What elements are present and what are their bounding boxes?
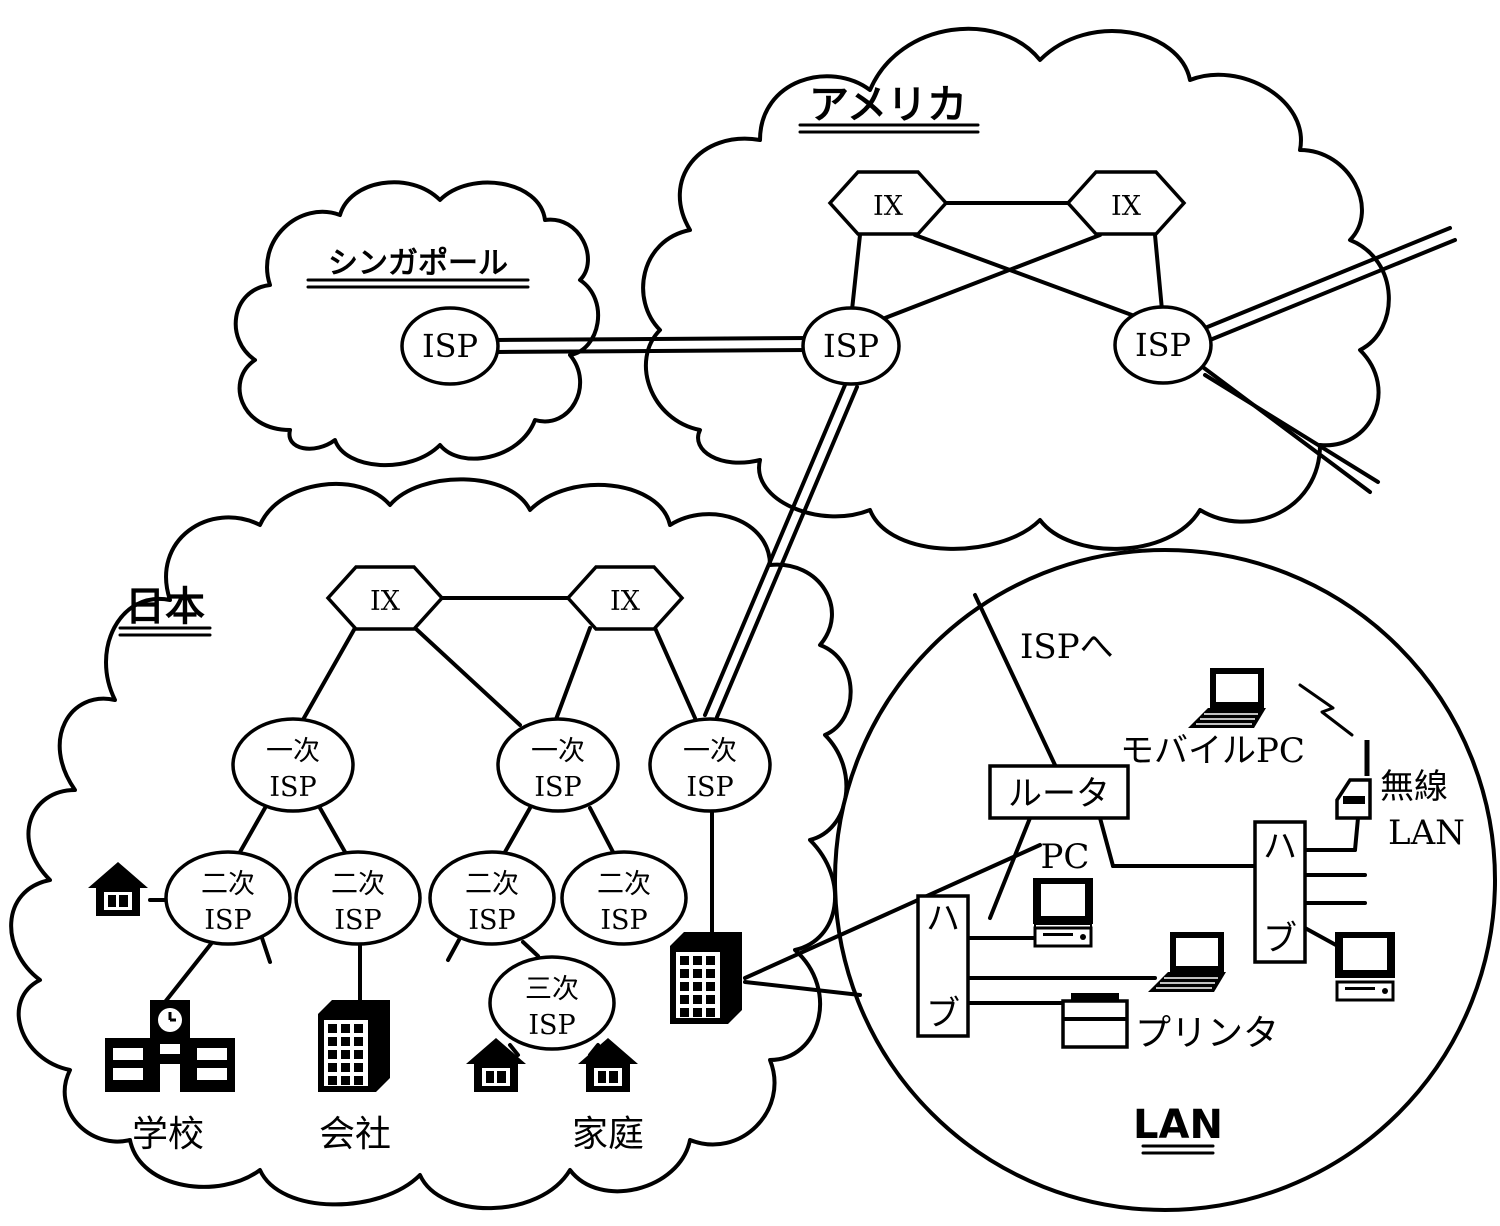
singapore-label: シンガポール (306, 246, 530, 289)
mobile-laptop-icon (1188, 668, 1266, 728)
svg-text:三次: 三次 (525, 974, 579, 1005)
svg-text:シンガポール: シンガポール (328, 246, 508, 281)
svg-text:ISP: ISP (600, 905, 647, 936)
svg-text:IX: IX (873, 191, 904, 222)
secondary-isp-3: 二次 ISP (428, 850, 556, 946)
house-icon (88, 862, 148, 916)
lan-label: LAN (1133, 1102, 1223, 1155)
svg-text:ハ: ハ (1263, 827, 1297, 867)
svg-text:二次: 二次 (331, 869, 385, 900)
america-ix-2: IX (1065, 170, 1187, 236)
svg-text:ルータ: ルータ (1008, 774, 1110, 814)
house-icon (578, 1038, 638, 1092)
desktop-pc-icon (1335, 932, 1395, 1002)
printer-icon (1061, 993, 1129, 1049)
japan-ix-1: IX (325, 565, 445, 631)
svg-text:LAN: LAN (1133, 1102, 1223, 1148)
svg-text:ISP: ISP (269, 772, 316, 803)
wireless-lan-label-1: 無線 (1380, 767, 1448, 807)
singapore-isp: ISP (400, 306, 500, 386)
japan-label: 日本 (118, 584, 212, 637)
america-isp-1: ISP (801, 306, 901, 386)
svg-text:IX: IX (370, 586, 401, 617)
svg-text:日本: 日本 (125, 584, 205, 630)
svg-text:一次: 一次 (683, 736, 737, 767)
svg-text:ブ: ブ (1263, 919, 1297, 959)
svg-text:アメリカ: アメリカ (809, 82, 967, 128)
svg-text:ブ: ブ (926, 994, 960, 1034)
america-cloud (641, 26, 1391, 551)
svg-text:ISP: ISP (528, 1010, 575, 1041)
primary-isp-3: 一次 ISP (648, 717, 772, 813)
tertiary-isp: 三次 ISP (488, 955, 616, 1051)
svg-text:ISP: ISP (1135, 326, 1191, 364)
laptop-icon (1148, 932, 1226, 992)
hub-right: ハ ブ (1253, 820, 1307, 964)
primary-isp-2: 一次 ISP (496, 717, 620, 813)
hub-left: ハ ブ (916, 894, 970, 1038)
svg-text:ISP: ISP (468, 905, 515, 936)
japan-links (148, 596, 714, 1057)
printer-label: プリンタ (1135, 1013, 1279, 1054)
wireless-signal-icon (1298, 683, 1354, 737)
svg-text:二次: 二次 (597, 869, 651, 900)
primary-isp-1: 一次 ISP (231, 717, 355, 813)
svg-text:一次: 一次 (266, 736, 320, 767)
office-building-icon (318, 1000, 390, 1092)
wireless-access-point-icon (1335, 740, 1372, 820)
svg-text:二次: 二次 (201, 869, 255, 900)
mobile-pc-label: モバイルPC (1120, 731, 1305, 771)
svg-text:二次: 二次 (465, 869, 519, 900)
international-links (495, 226, 1457, 719)
to-isp-label: ISPへ (1020, 627, 1114, 667)
svg-text:一次: 一次 (531, 736, 585, 767)
office-building-icon (670, 932, 742, 1024)
svg-text:ISP: ISP (422, 327, 478, 365)
lan-links (966, 593, 1367, 1005)
america-links (850, 201, 1164, 320)
house-icon (466, 1038, 526, 1092)
svg-text:ISP: ISP (534, 772, 581, 803)
lan-callout-line-top (743, 843, 1042, 980)
secondary-isp-2: 二次 ISP (294, 850, 422, 946)
desktop-pc-icon (1033, 878, 1093, 948)
secondary-isp-4: 二次 ISP (560, 850, 688, 946)
router-box: ルータ (988, 764, 1130, 820)
america-isp-2: ISP (1113, 305, 1213, 385)
lan-circle (833, 548, 1497, 1212)
secondary-isp-1: 二次 ISP (164, 850, 292, 946)
svg-text:ISP: ISP (334, 905, 381, 936)
school-label: 学校 (132, 1114, 204, 1155)
svg-text:IX: IX (1111, 191, 1142, 222)
school-icon (105, 1000, 235, 1092)
svg-text:ISP: ISP (204, 905, 251, 936)
america-label: アメリカ (798, 82, 980, 134)
japan-cloud (9, 477, 853, 1211)
svg-text:ISP: ISP (686, 772, 733, 803)
company-label: 会社 (319, 1114, 391, 1155)
home-label: 家庭 (572, 1114, 644, 1155)
svg-text:ハ: ハ (926, 899, 960, 939)
svg-text:IX: IX (610, 586, 641, 617)
svg-text:ISP: ISP (823, 327, 879, 365)
pc-label: PC (1041, 837, 1090, 877)
america-ix-1: IX (827, 170, 949, 236)
lan-callout-line-bottom (743, 980, 862, 997)
wireless-lan-label-2: LAN (1388, 813, 1465, 853)
japan-ix-2: IX (565, 565, 685, 631)
